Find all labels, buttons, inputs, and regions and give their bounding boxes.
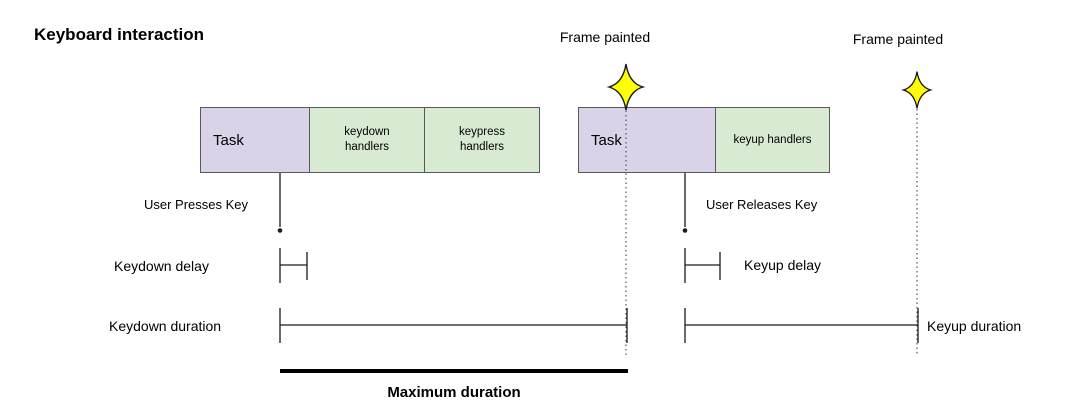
keydown-task-label: Task (213, 131, 244, 149)
keyup-task-label: Task (591, 131, 622, 149)
keydown-handlers-box: keydown handlers (309, 107, 425, 173)
keydown-task-box: Task (200, 107, 310, 173)
keyup-handlers-box: keyup handlers (715, 107, 830, 173)
keypress-handlers-box: keypress handlers (424, 107, 540, 173)
keypress-handlers-label: keypress handlers (458, 126, 506, 153)
keydown-handlers-label: keydown handlers (344, 126, 390, 153)
keyup-handlers-label: keyup handlers (733, 133, 812, 146)
keyup-task-box: Task (578, 107, 716, 173)
